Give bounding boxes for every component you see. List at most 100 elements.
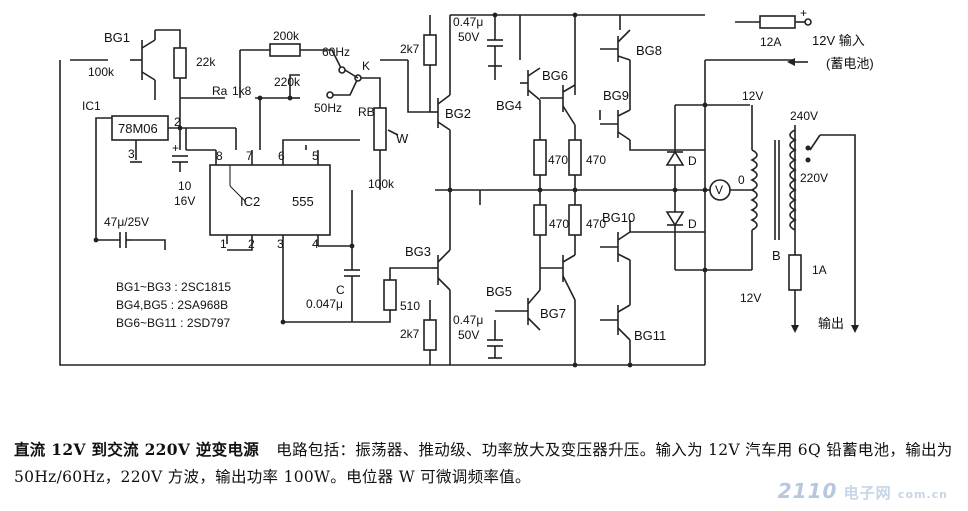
bg3-label: BG3 — [405, 244, 431, 259]
bg1-label: BG1 — [104, 30, 130, 45]
ic1-pin3: 3 — [128, 147, 135, 161]
resistor-2k7-top: 2k7 2k7 — [400, 34, 437, 66]
watermark-text: 电子网 — [843, 484, 892, 502]
bg2-label: BG2 — [445, 106, 471, 121]
ic2-pin4: 4 — [312, 237, 319, 251]
pot-value: 100k — [368, 177, 395, 191]
cbot-voltage: 50V — [458, 328, 479, 342]
transistor-bg1: BG1 — [104, 30, 156, 81]
c47-label: 47μ/25V — [104, 215, 149, 229]
input-label-1: 12V 输入 — [812, 33, 865, 48]
potentiometer-w: RB W 100k — [358, 105, 409, 191]
input-label-2: (蓄电池) — [826, 56, 874, 71]
ra-label: Ra — [212, 84, 228, 98]
r2k7-top-label-2: 2k7 — [400, 42, 420, 56]
capacitor-top-047: 0.47μ 50V — [453, 15, 503, 67]
ic2-part: 555 — [292, 194, 314, 209]
diode-bottom: D — [665, 190, 697, 231]
c10-voltage: 16V — [174, 194, 195, 208]
bg11-label: BG11 — [634, 328, 666, 343]
r510-label: 510 — [400, 299, 420, 313]
ic2-pin6: 6 — [278, 149, 285, 163]
rb-label: RB — [358, 105, 375, 119]
timer-ic2: IC2 555 8 7 6 5 1 2 3 4 — [186, 149, 331, 251]
transistor-bg9: BG9 — [600, 88, 631, 141]
ic2-pin3: 3 — [277, 237, 284, 251]
voltmeter: V — [709, 179, 731, 201]
ra-value: 1k8 — [232, 84, 252, 98]
ic1-part: 78M06 — [118, 121, 158, 136]
legend-line-2: BG4,BG5 : 2SA968B — [116, 298, 228, 312]
svg-text:+: + — [800, 6, 807, 20]
v12-bottom-label: 12V — [740, 291, 761, 305]
zero-tap-label: 0 — [738, 173, 745, 187]
ic2-pin8: 8 — [216, 149, 223, 163]
resistor-22k: 22k — [173, 47, 216, 79]
ic1-pin2: 2 — [174, 115, 181, 129]
ic2-pin7: 7 — [246, 149, 253, 163]
resistor-200k: 200k — [269, 29, 301, 57]
resistor-2k7-bottom: 2k7 — [400, 319, 437, 351]
transistor-legend: BG1~BG3 : 2SC1815 BG4,BG5 : 2SA968B BG6~… — [116, 280, 231, 330]
r470d-label: 470 — [586, 217, 606, 231]
transistor-bg3: BG3 — [405, 244, 451, 291]
cbot-value: 0.47μ — [453, 313, 483, 327]
capacitor-c: C 0.047μ — [306, 269, 360, 311]
transistor-bg5: BG5 — [486, 284, 541, 331]
bg10-label: BG10 — [602, 210, 635, 225]
ctop-voltage: 50V — [458, 30, 479, 44]
ic2-pin2: 2 — [248, 237, 255, 251]
legend-line-3: BG6~BG11 : 2SD797 — [116, 316, 231, 330]
inverter-schematic: BG1 BG2 BG3 BG4 BG6 BG8 — [59, 6, 874, 368]
bg7-label: BG7 — [540, 306, 566, 321]
transistor-bg7: BG7 — [540, 254, 576, 321]
resistor-510: 510 — [383, 279, 420, 313]
r470b-label: 470 — [586, 153, 606, 167]
r470a-label-2: 470 — [548, 153, 568, 167]
bg5-label: BG5 — [486, 284, 512, 299]
resistor-470-b: 470 — [568, 139, 606, 176]
transformer-label: B — [772, 248, 781, 263]
capacitor-bottom-047: 0.47μ 50V — [453, 313, 503, 359]
r100k-label: 100k — [88, 65, 115, 79]
ic2-pin5: 5 — [312, 149, 319, 163]
diode-top: D — [665, 150, 697, 190]
r470c-label: 470 — [549, 217, 569, 231]
ic1-label: IC1 — [82, 99, 101, 113]
ic2-pin1: 1 — [220, 237, 227, 251]
bg9-label: BG9 — [603, 88, 629, 103]
switch-60hz: 60Hz — [322, 45, 350, 59]
transistor-bg4: BG4 — [496, 67, 541, 113]
bg8-label: BG8 — [636, 43, 662, 58]
v240-label: 240V — [790, 109, 818, 123]
voltmeter-label: V — [715, 183, 723, 197]
svg-text:+: + — [172, 141, 179, 155]
transistor-bg11: BG11 — [600, 304, 666, 343]
switch-50hz: 50Hz — [314, 101, 342, 115]
transistor-bg2: BG2 — [430, 94, 471, 131]
output-label: 输出 — [818, 316, 844, 331]
pot-label: W — [396, 131, 409, 146]
switch-k-label: K — [362, 59, 370, 73]
c-value: 0.047μ — [306, 297, 343, 311]
r200k-label: 200k — [273, 29, 300, 43]
transistor-bg10: BG10 — [600, 210, 635, 262]
v12-top-label: 12V — [742, 89, 763, 103]
capacitor-47uf: 47μ/25V — [104, 215, 149, 248]
output-fuse: 1A 输出 — [788, 254, 859, 333]
ctop-value: 0.47μ — [453, 15, 483, 29]
c-ref: C — [336, 283, 345, 297]
watermark-number: 2110 — [777, 479, 838, 503]
caption-body: 电路包括：振荡器、推动级、功率放大及变压器升压。输入为 12V 汽车用 6Q 铅… — [14, 441, 953, 486]
resistor-470-a: 470 470 — [533, 139, 568, 176]
bg4-label: BG4 — [496, 98, 522, 113]
v220-label: 220V — [800, 171, 828, 185]
transistor-bg8: BG8 — [600, 29, 662, 62]
r22k-label: 22k — [196, 55, 216, 69]
r220k-label: 220k — [274, 75, 301, 89]
junction-dots — [93, 12, 708, 368]
caption-title: 直流 12V 到交流 220V 逆变电源 — [14, 440, 260, 459]
watermark-url: com.cn — [897, 488, 948, 501]
resistor-100k: 100k — [88, 65, 115, 79]
r2k7-bottom-label: 2k7 — [400, 327, 420, 341]
